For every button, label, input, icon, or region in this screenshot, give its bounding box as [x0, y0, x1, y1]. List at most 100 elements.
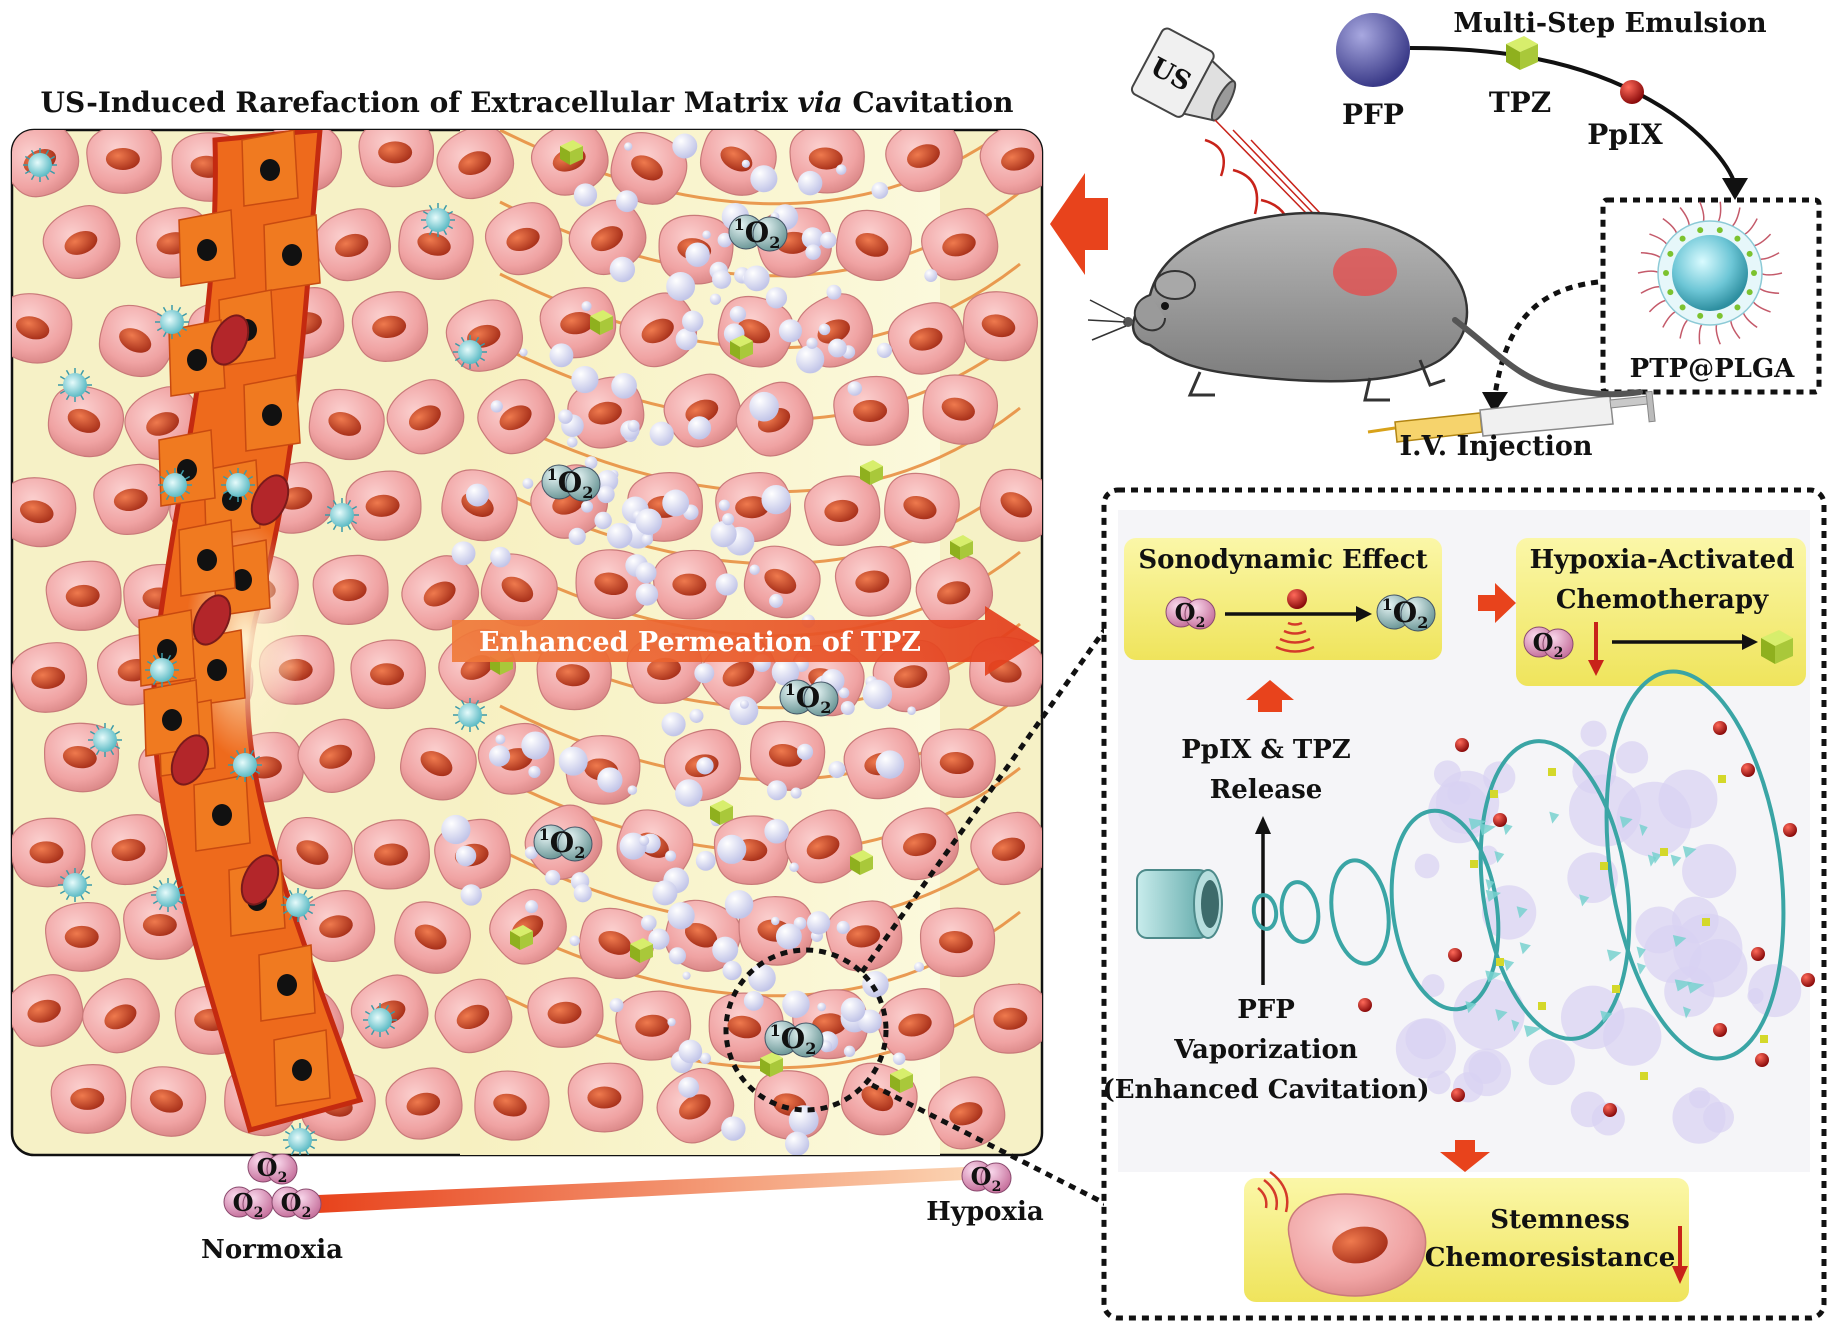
endothelial-cell [178, 209, 236, 287]
ppix-molecule [1603, 1103, 1617, 1117]
ppix-molecule [1358, 998, 1372, 1012]
hypoxia-label: Hypoxia [926, 1197, 1044, 1227]
tumor-cell [350, 639, 426, 710]
blood-vessel [138, 130, 364, 1134]
singlet-oxygen-icon: 1O2 [779, 679, 839, 717]
cavitation-ring [1389, 808, 1501, 1012]
tumor-cell [345, 470, 422, 541]
tumor-cell [12, 293, 73, 364]
tumor-cell [398, 209, 474, 280]
red-blood-cell [192, 594, 232, 646]
tpz-cube [560, 140, 583, 165]
endothelial-cell [273, 1029, 331, 1107]
tumor-cell [979, 130, 1042, 195]
tumor-cell [480, 553, 558, 627]
immune-cell [151, 878, 185, 912]
tumor-cell [45, 901, 121, 972]
singlet-oxygen-label: 1O2 [539, 825, 586, 862]
tpz-particle [1612, 985, 1620, 993]
tumor-cell [12, 974, 84, 1047]
immune-cell [453, 335, 487, 369]
tumor-cell [477, 379, 555, 455]
tumor-cell [400, 727, 477, 801]
tumor-cell [485, 202, 563, 276]
oxygen-molecule-icon: O2 [1523, 626, 1574, 661]
chemotherapy-label-2: Chemotherapy [1556, 585, 1769, 615]
tumor-cell [12, 817, 86, 888]
pfp-sphere [1336, 13, 1410, 87]
endothelial-cell [193, 774, 251, 852]
tumor-cell [743, 545, 821, 619]
tpz-cube [760, 1052, 783, 1077]
tumor-cell [50, 1064, 127, 1134]
tpz-label: TPZ [1489, 86, 1551, 119]
injection-path [1492, 279, 1599, 396]
zoom-circle [723, 947, 889, 1113]
emulsion-path-arrowhead [1722, 178, 1748, 200]
synthesis-title: Multi-Step Emulsion [1453, 8, 1767, 39]
tumor-cell [308, 388, 385, 461]
sonodynamic-label: Sonodynamic Effect [1138, 545, 1427, 575]
tumor-cell [835, 545, 912, 617]
pfp-vaporization-label-2: Vaporization [1173, 1035, 1358, 1065]
tpz-particle [1548, 768, 1556, 776]
tumor-cell [123, 890, 199, 960]
tumor-cell [130, 1066, 207, 1137]
flow-arrow-to-tissue [1050, 173, 1108, 275]
chemotherapy-box [1516, 538, 1806, 686]
emulsion-path [1409, 46, 1737, 186]
red-blood-cell [210, 314, 250, 366]
tumor-cell [539, 287, 617, 359]
tpz-molecules [490, 140, 973, 1093]
ppix-sphere [1620, 80, 1644, 104]
immune-cell [158, 468, 192, 502]
tumor-cell [970, 811, 1042, 886]
cavitation-ring [1279, 880, 1321, 944]
tumor-cell [358, 130, 435, 188]
tumor-site [1333, 248, 1397, 296]
oxygen-label: O2 [1533, 628, 1564, 661]
ppix-molecule [1455, 738, 1469, 752]
tumor-cell [877, 988, 955, 1061]
tumor-cell [922, 374, 998, 445]
pfp-vaporization-label-3: (Enhanced Cavitation) [1102, 1075, 1429, 1105]
tpz-cube-icon [1506, 36, 1538, 70]
tumor-cell [276, 817, 353, 890]
immune-cell [23, 148, 57, 182]
oxygen-label: O2 [1175, 598, 1206, 631]
immune-cell [281, 888, 315, 922]
singlet-oxygen-label: 1O2 [785, 680, 832, 717]
permeation-arrow: Enhanced Permeation of TPZ [452, 606, 1040, 676]
singlet-oxygen-label: 1O2 [770, 1021, 817, 1058]
tumor-cell [785, 809, 863, 884]
immune-cell [283, 1123, 317, 1155]
tumor-cell [610, 132, 688, 205]
oxygen-molecule-icon: O2 [271, 1186, 322, 1221]
immune-cell [421, 203, 455, 237]
immune-cell [363, 1003, 397, 1037]
tpz-particle [1702, 918, 1710, 926]
immune-cell [58, 368, 92, 402]
tpz-cube [510, 925, 533, 950]
cavitation-ring [1604, 669, 1786, 1061]
left-panel-title: US-Induced Rarefaction of Extracellular … [41, 86, 1014, 119]
tumor-cell [298, 890, 376, 962]
cavitation-ring [1329, 858, 1391, 966]
tumor-cell [47, 385, 124, 458]
oxygen-molecule-icon: O2 [247, 1151, 298, 1186]
tumor-cell [93, 463, 170, 535]
immune-cell [88, 723, 122, 757]
scene-to-outcome-arrow [1440, 1140, 1490, 1172]
tpz-particle [1760, 1035, 1768, 1043]
singlet-oxygen-label: 1O2 [1382, 595, 1429, 632]
permeation-label: Enhanced Permeation of TPZ [479, 627, 921, 658]
cavitation-ring [1478, 739, 1632, 1041]
tpz-particle [1660, 848, 1668, 856]
ppix-molecule [1713, 721, 1727, 735]
singlet-oxygen-icon: 1O2 [764, 1020, 824, 1058]
release-to-sono-arrow [1246, 680, 1294, 712]
tumor-cell [656, 1067, 735, 1144]
